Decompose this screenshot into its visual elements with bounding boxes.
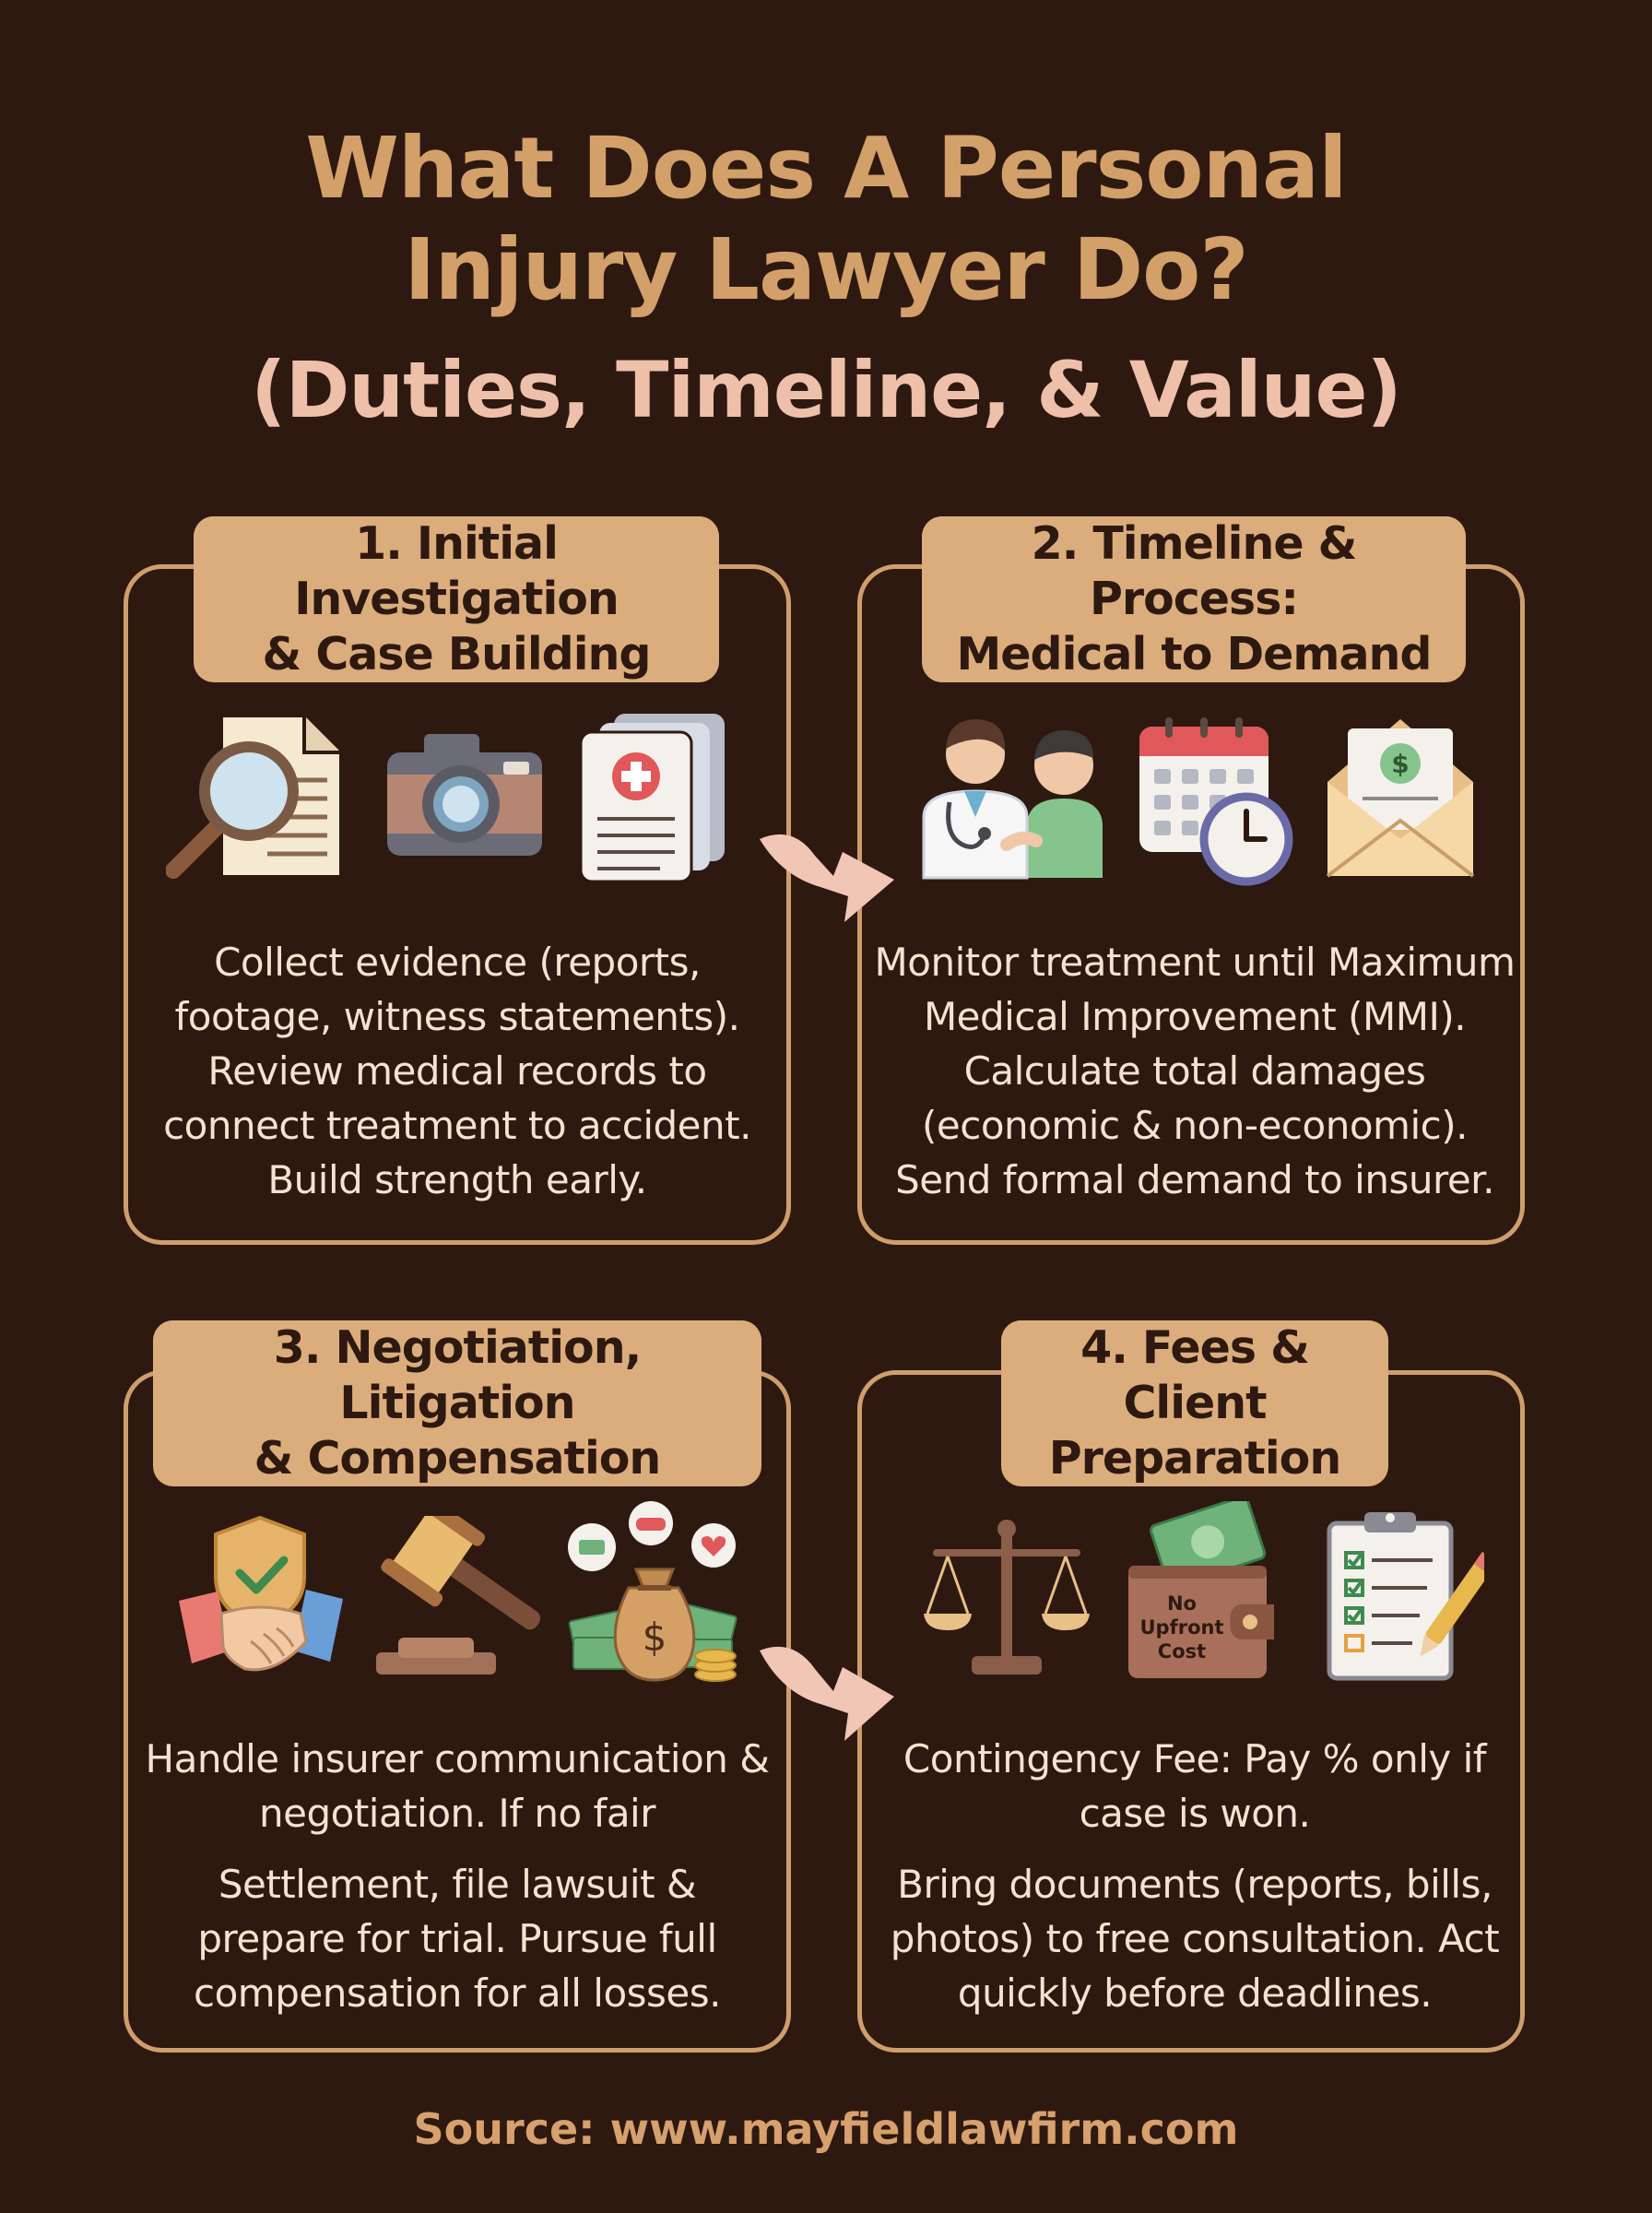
gavel-icon [376,1516,541,1675]
section-heading-1: 1. Initial Investigation & Case Building [194,516,719,682]
section-4-paragraph-1: Contingency Fee: Pay % only if case is w… [903,1736,1487,1836]
section-3-paragraph-2: Settlement, file lawsuit & prepare for t… [194,1862,721,2016]
magnifying-glass-document-icon [166,714,343,879]
section-4-paragraph-2: Bring documents (reports, bills, photos)… [890,1862,1500,2016]
section-heading-1-line-1: 1. Initial Investigation [194,516,719,627]
section-heading-2: 2. Timeline & Process: Medical to Demand [922,516,1466,682]
section-heading-3: 3. Negotiation, Litigation & Compensatio… [153,1320,761,1486]
arrow-right-icon [760,834,894,922]
page-title-line-1: What Does A Personal [305,119,1347,218]
section-heading-4-line-1: 4. Fees & Client [1001,1320,1388,1431]
section-heading-3-line-1: 3. Negotiation, Litigation [153,1320,761,1431]
wallet-label-line-2: Upfront [1139,1616,1224,1639]
handshake-shield-icon [179,1515,343,1672]
svg-text:$: $ [643,1615,667,1660]
wallet-label-line-3: Cost [1157,1640,1207,1663]
section-2-description: Monitor treatment until Maximum Medical … [872,935,1517,1207]
medical-records-icon [579,714,725,883]
section-1-description: Collect evidence (reports, footage, witn… [142,935,773,1207]
section-1-paragraph: Collect evidence (reports, footage, witn… [163,940,751,1202]
source-attribution: Source: www.mayfieldlawfirm.com [413,2104,1239,2154]
section-heading-3-line-2: & Compensation [237,1431,678,1486]
camera-icon [387,734,542,856]
wallet-icon [1128,1501,1274,1678]
wallet-label-line-1: No [1166,1592,1197,1615]
clipboard-checklist-icon [1327,1512,1484,1681]
wallet-label: No Upfront Cost [1134,1592,1230,1663]
section-heading-1-line-2: & Case Building [245,627,667,682]
page-title-line-2: Injury Lawyer Do? [404,220,1249,319]
scales-icon [924,1520,1090,1675]
section-heading-2-line-1: 2. Timeline & Process: [922,516,1466,627]
doctor-patient-icon [922,719,1103,880]
arrow-right-icon [760,1646,894,1741]
section-2-paragraph: Monitor treatment until Maximum Medical … [874,940,1516,1202]
section-3-description: Handle insurer communication & negotiati… [142,1732,773,2020]
section-3-paragraph-1: Handle insurer communication & negotiati… [145,1736,770,1836]
section-heading-4: 4. Fees & Client Preparation [1001,1320,1388,1486]
money-bag-icon: $ [568,1501,738,1682]
money-envelope-icon: $ [1326,719,1475,878]
section-heading-2-line-2: Medical to Demand [939,627,1448,682]
svg-text:$: $ [1391,749,1409,779]
section-heading-4-line-2: Preparation [1032,1431,1358,1486]
calendar-clock-icon [1139,717,1293,886]
section-4-description: Contingency Fee: Pay % only if case is w… [872,1732,1517,2020]
page-subtitle: (Duties, Timeline, & Value) [251,345,1402,435]
